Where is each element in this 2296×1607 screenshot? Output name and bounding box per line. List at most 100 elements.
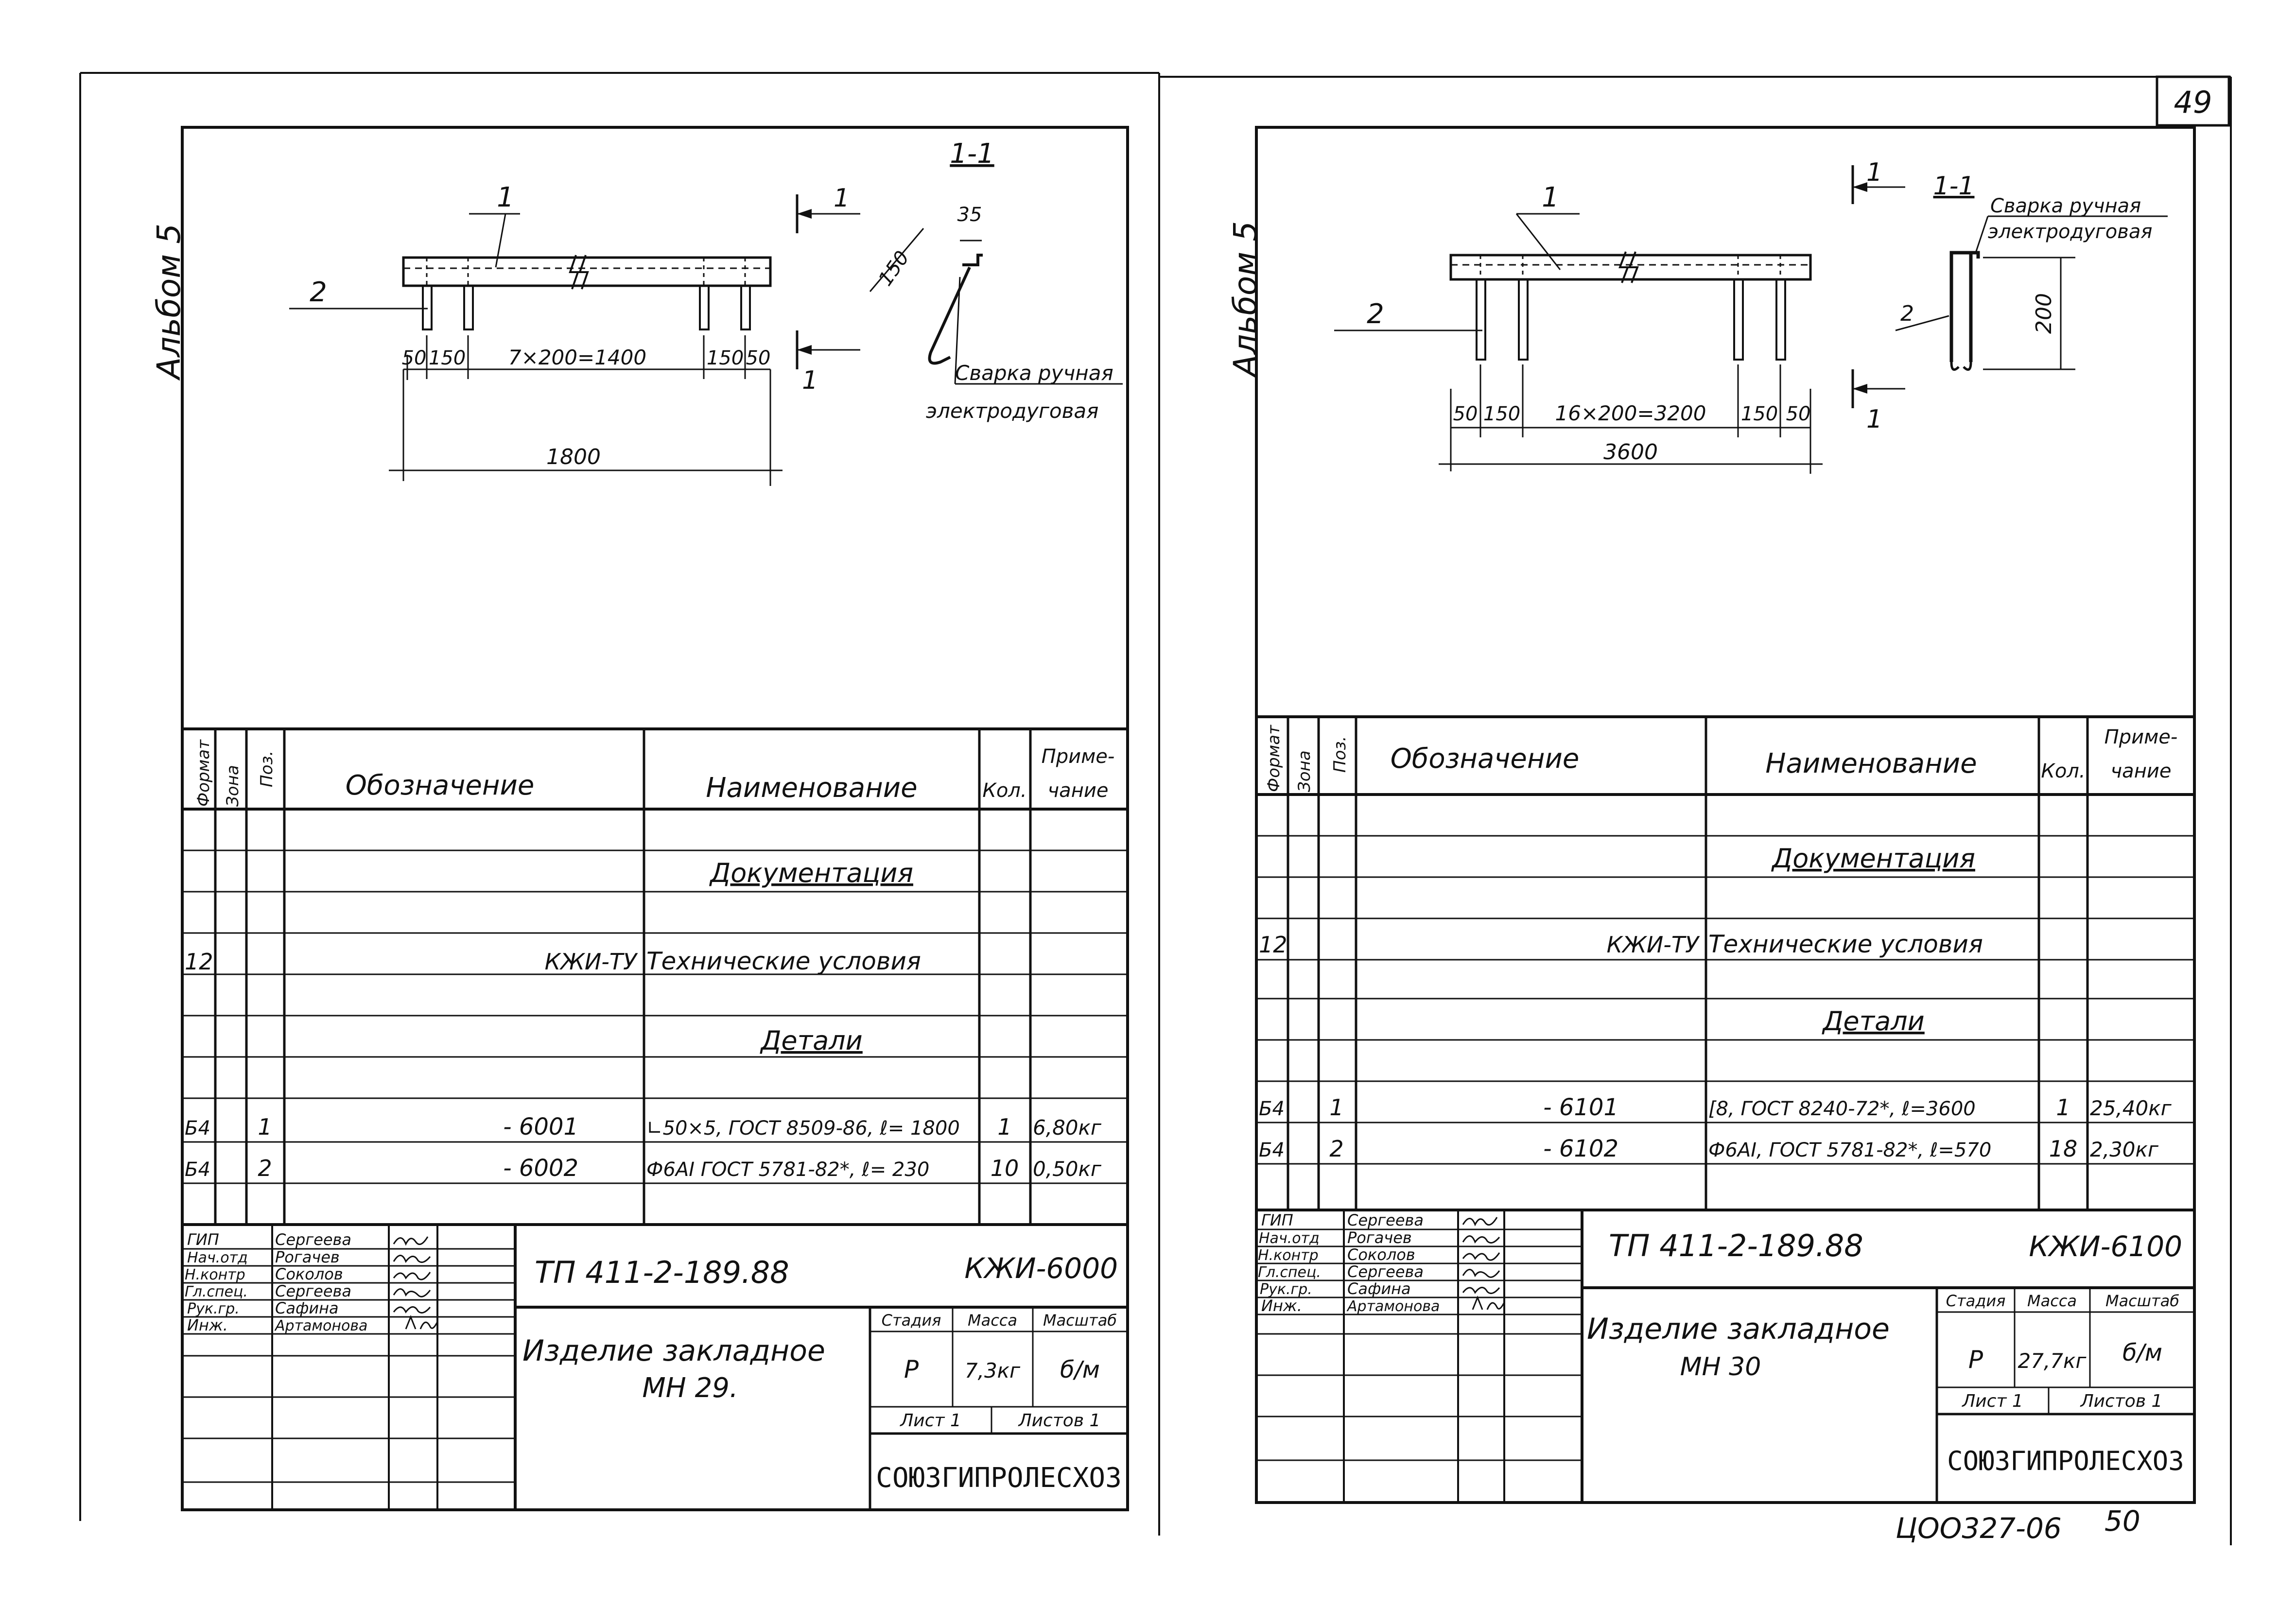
section-parts: Детали [760, 1025, 863, 1056]
role-3: Н.контр [185, 1266, 245, 1283]
stamp-scale: б/м [2122, 1339, 2162, 1366]
stamp-sheet: Лист 1 [1961, 1391, 2023, 1411]
stamp-h-mass: Масса [2027, 1292, 2077, 1310]
dim-5: 50 [746, 347, 771, 369]
sheet-left: Альбом 5 1 2 [79, 72, 1160, 1536]
doc-row-name: Технические условия [1708, 930, 1983, 958]
row1-qty: 1 [997, 1114, 1011, 1140]
dim-5: 50 [1786, 403, 1811, 425]
dim-35-section: 35 [957, 204, 982, 226]
stamp-sheets: Листов 1 [2080, 1391, 2163, 1411]
stamp-h-mass: Масса [968, 1311, 1017, 1330]
header-designation: Обозначение [346, 770, 535, 801]
header-note-2: чание [2111, 760, 2172, 782]
doc-row-designation: КЖИ-ТУ [1607, 932, 1700, 958]
dim-overall: 3600 [1603, 440, 1658, 465]
signature-1 [1462, 1217, 1498, 1227]
dim-overall: 1800 [546, 445, 601, 469]
cut-mark-top: 1 [1866, 158, 1882, 187]
role-6: Инж. [1261, 1296, 1302, 1315]
pos-1-label: 1 [1542, 182, 1559, 213]
stamp-people: ГИП Сергеева Нач.отд Рогачев Н.контр Сок… [185, 1230, 438, 1334]
row1-note: 6,80кг [1033, 1116, 1102, 1140]
signature-5 [393, 1306, 431, 1314]
stamp-scale: б/м [1060, 1356, 1100, 1383]
row1-pos: 1 [258, 1114, 272, 1140]
footer-number: 50 [2105, 1504, 2140, 1538]
sheet-right: Альбом 5 1 2 5 [1159, 76, 2232, 1545]
row2-designation: - 6002 [503, 1155, 578, 1182]
sheet-frame [1255, 126, 2196, 1504]
name-5: Сафина [1347, 1279, 1411, 1298]
row2-qty: 10 [991, 1155, 1019, 1181]
dim-1: 50 [402, 347, 427, 369]
row2-note: 0,50кг [1033, 1157, 1102, 1181]
pos-2-label: 2 [310, 276, 327, 308]
title-block [1256, 1210, 2194, 1503]
stamp-title-1: Изделие закладное [1587, 1312, 1890, 1346]
doc-row-format: 12 [185, 949, 213, 975]
pos-2-label: 2 [1367, 298, 1384, 330]
stamp-code: ТП 411-2-189.88 [535, 1255, 789, 1290]
stamp-code: ТП 411-2-189.88 [1609, 1228, 1863, 1263]
dim-2: 150 [429, 347, 466, 369]
part-drawing: 1 2 50 150 16×200=3200 150 50 3600 1 1 [1334, 158, 2168, 474]
header-pos: Поз. [257, 751, 277, 787]
role-5: Рук.гр. [187, 1300, 240, 1317]
doc-row-format: 12 [1259, 932, 1287, 958]
stamp-title-2: МН 29. [642, 1372, 738, 1404]
weld-note-2: электродуговая [1988, 221, 2152, 243]
header-note-1: Приме- [1042, 745, 1115, 768]
name-4: Сергеева [275, 1282, 351, 1300]
cut-mark-bottom: 1 [1866, 405, 1882, 434]
row2-pos: 2 [1329, 1136, 1343, 1162]
name-4: Сергеева [1347, 1262, 1424, 1281]
signature-1 [393, 1236, 429, 1246]
dim-2: 150 [1483, 403, 1520, 425]
signature-2 [393, 1255, 431, 1263]
album-label: Альбом 5 [1227, 221, 1264, 379]
row1-qty: 1 [2056, 1094, 2070, 1121]
dim-3: 7×200=1400 [508, 346, 646, 369]
row1-designation: - 6001 [503, 1113, 578, 1140]
header-name: Наименование [1765, 748, 1977, 779]
dim-3: 16×200=3200 [1555, 401, 1706, 425]
role-1: ГИП [1261, 1211, 1293, 1229]
part-drawing: 1 2 50 150 7×200=1400 150 50 1800 1 [289, 138, 1123, 486]
role-3: Н.контр [1258, 1247, 1319, 1264]
signature-2 [1462, 1235, 1500, 1244]
signature-3 [393, 1272, 431, 1280]
stamp-org: СОЮЗГИПРОЛЕСХОЗ [876, 1462, 1122, 1494]
dim-150-section: 150 [874, 247, 914, 290]
stamp-mass: 27,7кг [2018, 1349, 2087, 1373]
role-4: Гл.спец. [185, 1283, 248, 1300]
row2-format: Б4 [185, 1158, 210, 1181]
row1-format: Б4 [185, 1117, 210, 1140]
role-6: Инж. [187, 1316, 228, 1334]
album-label: Альбом 5 [150, 224, 188, 381]
stamp-h-scale: Масштаб [1043, 1311, 1117, 1330]
stamp-h-stage: Стадия [882, 1311, 941, 1330]
stamp-h-scale: Масштаб [2105, 1292, 2179, 1310]
stamp-title-1: Изделие закладное [522, 1334, 825, 1368]
header-name: Наименование [706, 772, 917, 804]
stamp-org: СОЮЗГИПРОЛЕСХОЗ [1947, 1446, 2184, 1476]
role-1: ГИП [187, 1230, 219, 1249]
header-pos: Поз. [1330, 736, 1350, 773]
doc-row-name: Технические условия [646, 947, 921, 975]
stamp-stage: Р [904, 1355, 919, 1383]
dim-1: 50 [1453, 403, 1478, 425]
signature-6 [1472, 1295, 1505, 1310]
name-1: Сергеева [275, 1230, 351, 1249]
role-4: Гл.спец. [1258, 1264, 1321, 1281]
header-qty: Кол. [2041, 760, 2085, 782]
stamp-h-stage: Стадия [1946, 1292, 2006, 1310]
row2-designation: - 6102 [1543, 1135, 1618, 1162]
stamp-title-2: МН 30 [1680, 1352, 1761, 1382]
header-format: Формат [1264, 725, 1284, 792]
signature-4 [1462, 1269, 1500, 1278]
row2-format: Б4 [1259, 1139, 1285, 1161]
header-qty: Кол. [982, 779, 1026, 802]
pos-2-section: 2 [1900, 301, 1914, 326]
